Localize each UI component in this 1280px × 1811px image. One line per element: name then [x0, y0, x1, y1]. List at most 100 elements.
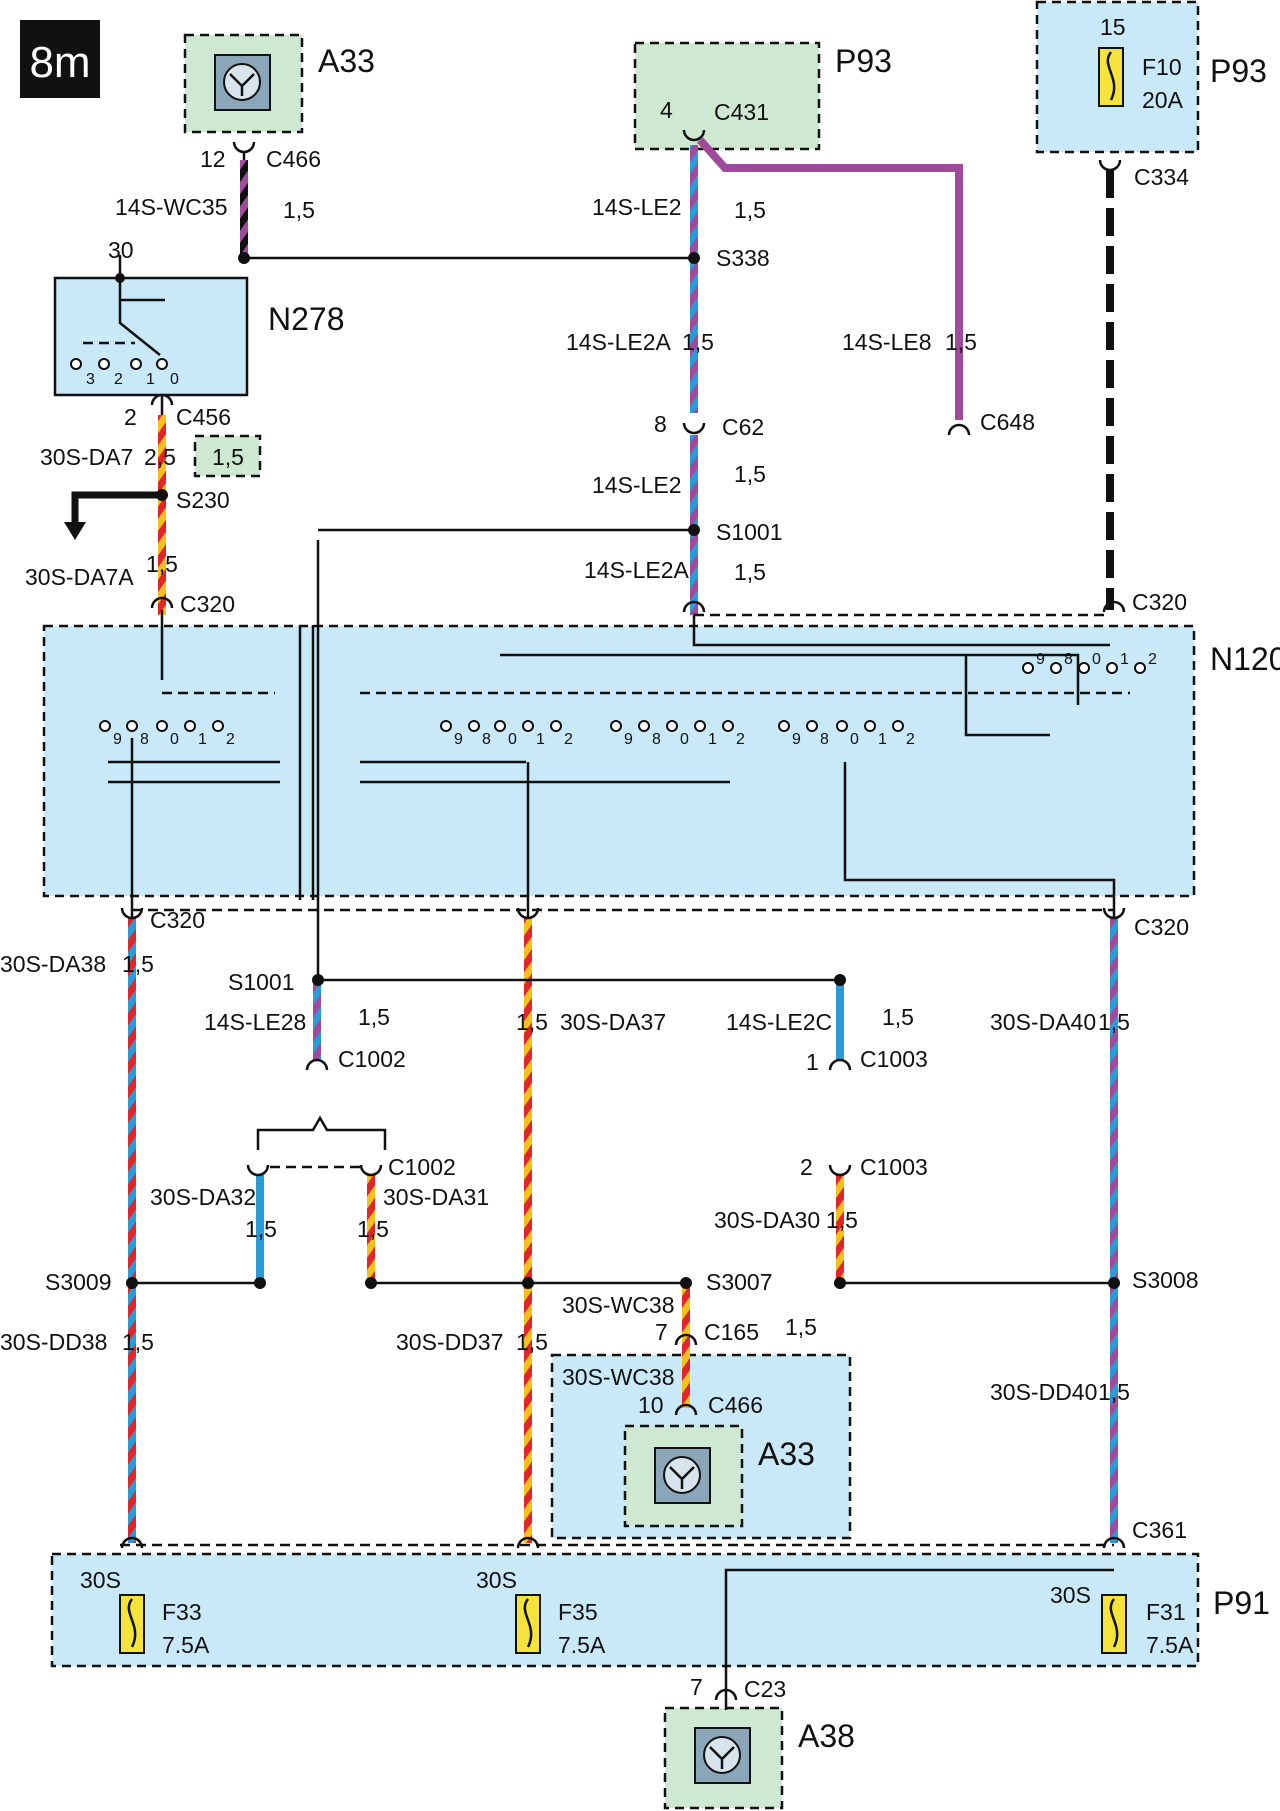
page-badge-label: 8m: [29, 38, 90, 87]
wire-30s-da38: [128, 918, 136, 1543]
wire-14s-le2c: [836, 980, 844, 1060]
n120-switch-group-1: 9 8 0 1 2: [99, 720, 235, 748]
fuse-f31: [1101, 1594, 1127, 1654]
component-a38: A38: [663, 1706, 855, 1810]
gauge-label: 1,5: [122, 1329, 154, 1355]
p93-center-label: P93: [835, 43, 892, 79]
svg-text:2: 2: [564, 731, 573, 748]
svg-text:9: 9: [454, 731, 463, 748]
pin-label: 7: [655, 1319, 668, 1345]
wire-label: 30S-DD40: [990, 1379, 1097, 1405]
pin-label: 30: [108, 237, 134, 263]
gauge-label: 1,5: [245, 1216, 277, 1242]
splice-label: S3009: [45, 1269, 112, 1295]
svg-text:1: 1: [536, 731, 545, 748]
pin-label: 15: [1100, 14, 1126, 40]
svg-text:0: 0: [508, 731, 517, 748]
splice-label: S1001: [716, 519, 783, 545]
connector-label: C466: [266, 146, 321, 172]
gauge-label: 1,5: [682, 329, 714, 355]
splice-label: S230: [176, 487, 230, 513]
gauge-label: 1,5: [734, 197, 766, 223]
svg-text:2: 2: [1148, 651, 1157, 668]
svg-text:8: 8: [482, 731, 491, 748]
svg-text:9: 9: [624, 731, 633, 748]
gauge-label: 1,5: [358, 1004, 390, 1030]
connector-label: C466: [708, 1392, 763, 1418]
fuse-rating: 20A: [1142, 87, 1184, 113]
wire-label: 14S-LE28: [204, 1009, 306, 1035]
a33-top-label: A33: [318, 43, 375, 79]
connector-label: C23: [744, 1676, 786, 1702]
p93-right-label: P93: [1210, 53, 1267, 89]
wire-14s-le28: [313, 980, 321, 1060]
splice-dots: [115, 252, 1120, 1289]
svg-text:2: 2: [226, 731, 235, 748]
fuse-rating: 7.5A: [162, 1632, 210, 1658]
gauge-label: 1,5: [146, 551, 178, 577]
gauge-label: 1,5: [122, 951, 154, 977]
wire-label: 30S-WC38: [562, 1292, 674, 1318]
svg-text:1: 1: [708, 731, 717, 748]
svg-text:0: 0: [850, 731, 859, 748]
svg-text:0: 0: [1092, 651, 1101, 668]
svg-text:2: 2: [736, 731, 745, 748]
wire-30s-da37: [524, 918, 532, 1543]
a38-label: A38: [798, 1718, 855, 1754]
pin-label: 4: [660, 97, 673, 123]
fuse-supply: 30S: [1050, 1582, 1091, 1608]
gauge-label: 1,5: [826, 1207, 858, 1233]
wire-label: 30S-DA30: [714, 1207, 820, 1233]
fuse-rating: 7.5A: [558, 1632, 606, 1658]
pin-label: 8: [654, 411, 667, 437]
svg-text:1: 1: [878, 731, 887, 748]
pin-label: 2: [124, 404, 137, 430]
pin-label: 7: [690, 1674, 703, 1700]
n120-switch-group-4: 9 8 0 1 2: [778, 720, 915, 748]
component-n278: N278: [53, 276, 345, 397]
svg-text:8: 8: [140, 731, 149, 748]
gauge-label: 1,5: [785, 1314, 817, 1340]
n278-label: N278: [268, 301, 345, 337]
connector-cups: [120, 129, 1126, 1701]
pin-label: 12: [200, 146, 226, 172]
svg-text:2: 2: [906, 731, 915, 748]
fuse-rating: 7.5A: [1146, 1632, 1194, 1658]
wire-label: 14S-LE2: [592, 472, 682, 498]
gauge-label: 1,5: [516, 1009, 548, 1035]
thin-wiring: [83, 255, 1130, 1710]
gauge-label: 1,5: [882, 1004, 914, 1030]
wire-label: 14S-LE2: [592, 194, 682, 220]
svg-text:9: 9: [1036, 651, 1045, 668]
fuse-name: F31: [1146, 1599, 1186, 1625]
page-badge: 8m: [20, 20, 100, 98]
connector-label: C320: [1134, 914, 1189, 940]
arrow-head-icon: [64, 522, 86, 540]
labels: 12 C466 14S-WC35 1,5 30 2 C456 30S-DA7 2…: [0, 14, 1199, 1702]
wire-label: 30S-DA31: [383, 1184, 489, 1210]
wire-30s-wc38: [682, 1283, 690, 1408]
switch-pos: 2: [114, 371, 123, 388]
wire-30s-da31: [367, 1175, 375, 1283]
wire-label: 30S-WC38: [562, 1364, 674, 1390]
switch-pos: 0: [170, 371, 179, 388]
svg-text:1: 1: [198, 731, 207, 748]
gauge-label: 1,5: [357, 1216, 389, 1242]
wire-label: 14S-WC35: [115, 194, 227, 220]
fuse-f33: [119, 1594, 145, 1654]
gauge-label: 1,5: [1098, 1009, 1130, 1035]
wire-30s-da32: [256, 1175, 264, 1283]
gauge-label: 2,5: [144, 444, 176, 470]
splice-label: S3008: [1132, 1267, 1199, 1293]
svg-text:8: 8: [820, 731, 829, 748]
connector-label: C456: [176, 404, 231, 430]
splice-label: S1001: [228, 969, 295, 995]
connector-label: C62: [722, 414, 764, 440]
splice-label: S3007: [706, 1269, 773, 1295]
fuse-f10: [1098, 47, 1124, 107]
wire-label: 14S-LE2A: [584, 557, 690, 583]
gauge-label: 1,5: [516, 1329, 548, 1355]
gauge-label: 1,5: [212, 444, 244, 470]
fuse-supply: 30S: [476, 1567, 517, 1593]
